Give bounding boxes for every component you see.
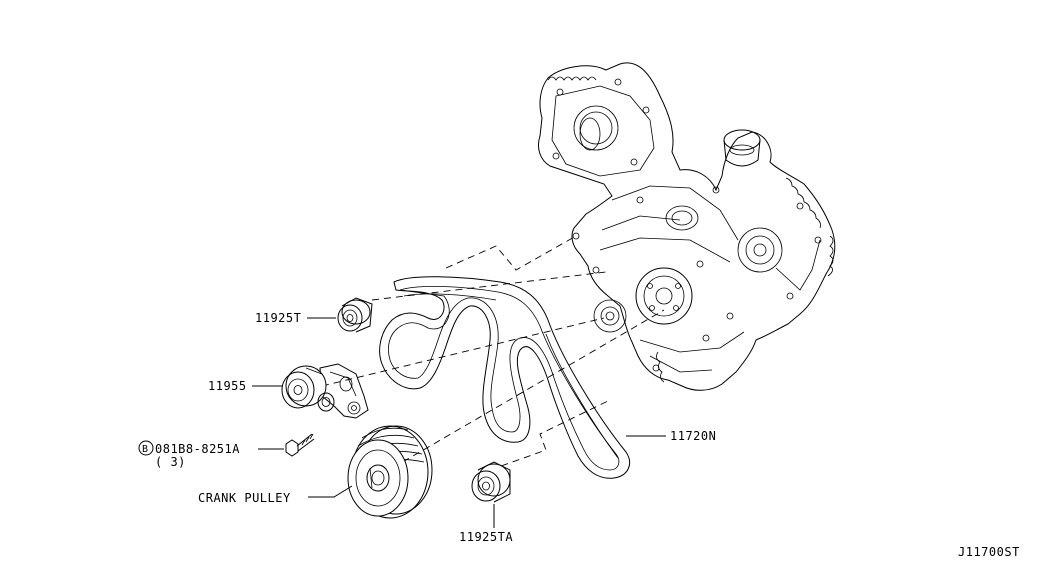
engine-front-cover xyxy=(537,62,836,391)
crank-pulley xyxy=(347,425,433,519)
label-11925T: 11925T xyxy=(255,311,301,325)
label-bolt-symbol: B xyxy=(142,444,149,455)
diagram-code: J11700ST xyxy=(958,545,1020,559)
label-11720N: 11720N xyxy=(670,429,716,443)
belt-tensioner-11955 xyxy=(281,363,369,419)
leader-lines xyxy=(252,317,666,528)
label-11925TA: 11925TA xyxy=(459,530,513,544)
idler-pulley-11925T xyxy=(337,297,373,333)
idler-pulley-11925TA xyxy=(471,461,511,503)
bolt-081B8-8251A xyxy=(285,433,315,457)
label-crank-pulley: CRANK PULLEY xyxy=(198,491,291,505)
alignment-dashed-lines xyxy=(321,235,665,481)
label-081B8-8251A: 081B8-8251A xyxy=(155,442,240,456)
label-11955: 11955 xyxy=(208,379,247,393)
bolt-symbol-circle xyxy=(138,440,154,456)
drive-belt-11720N xyxy=(379,276,630,479)
label-bolt-quantity: ( 3) xyxy=(155,455,186,469)
